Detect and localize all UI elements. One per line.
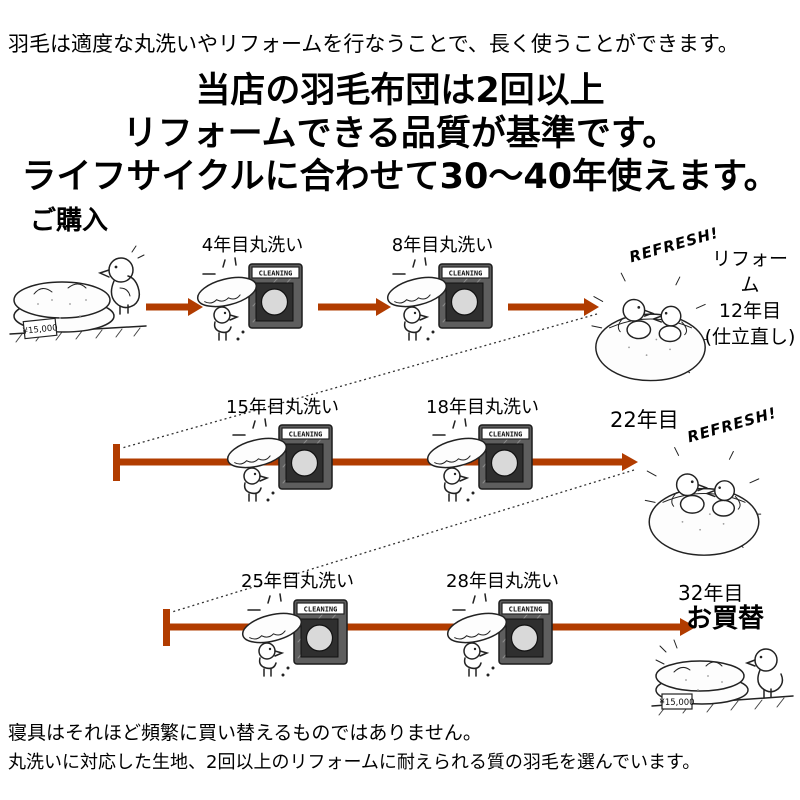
row1-arrow-2 [318,298,391,316]
machine-lineart: CLEANING [386,257,493,341]
cleaning-sign-label: CLEANING [509,606,543,614]
reform-lineart [591,272,708,382]
row2-arrow [113,444,638,481]
price-tag-label: ¥15,000 [659,698,694,708]
reform-note: リフォーム 12年目 (仕立直し) [704,246,796,350]
step-label-year28: 28年目丸洗い [446,571,559,592]
reform-note-line-3: (仕立直し) [704,326,796,348]
step-label-year8: 8年目丸洗い [391,235,494,256]
year-label-32: 32年目 [678,581,744,605]
washing-machine-icon-year25: CLEANING [241,593,348,677]
cleaning-sign-label: CLEANING [289,431,323,439]
headline: 当店の羽毛布団は2回以上 リフォームできる品質が基準です。 ライフサイクルに合わ… [0,70,800,199]
reform-note-line-1: リフォーム [711,248,788,296]
row2-start-tick [113,444,120,481]
headline-line-2: リフォームできる品質が基準です。 [122,114,678,154]
reform-ducks-illustration-1 [591,272,708,382]
purchase-lineart: ¥15,000 [9,245,147,343]
footer-line-1: 寝具はそれほど頻繁に買い替えるものではありません。 [8,722,482,744]
row3-start-tick [163,609,170,646]
machine-lineart: CLEANING [241,593,348,677]
cleaning-sign-label: CLEANING [489,431,523,439]
reform-ducks-illustration-2 [644,447,762,556]
step-label-year4: 4年目丸洗い [201,235,304,256]
replace-label: お買替 [686,604,765,634]
replacement-futon-duck-illustration: ¥15,000 [651,639,794,716]
headline-line-3: ライフサイクルに合わせて30〜40年使えます。 [21,157,779,197]
step-label-year25: 25年目丸洗い [241,571,354,592]
row1-arrow-3 [508,298,599,316]
step-label-year18: 18年目丸洗い [426,397,539,418]
headline-line-1: 当店の羽毛布団は2回以上 [195,71,605,111]
price-tag-label: ¥15,000 [22,323,58,337]
washing-machine-icon-year15: CLEANING [226,418,333,502]
footer-line-2: 丸洗いに対応した生地、2回以上のリフォームに耐えられる質の羽毛を選んでいます。 [8,752,701,773]
year-label-22: 22年目 [610,408,679,432]
machine-lineart: CLEANING [446,593,553,677]
purchase-label: ご購入 [30,206,109,236]
machine-lineart: CLEANING [196,257,303,341]
washing-machine-icon-year28: CLEANING [446,593,553,677]
machine-lineart: CLEANING [426,418,533,502]
replacement-lineart: ¥15,000 [651,639,794,716]
cleaning-sign-label: CLEANING [259,270,293,278]
washing-machine-icon-year18: CLEANING [426,418,533,502]
cleaning-sign-label: CLEANING [304,606,338,614]
step-label-year15: 15年目丸洗い [226,397,339,418]
intro-note: 羽毛は適度な丸洗いやリフォームを行なうことで、長く使うことができます。 [8,32,739,56]
washing-machine-icon-year8: CLEANING [386,257,493,341]
washing-machine-icon-year4: CLEANING [196,257,303,341]
reform-note-line-2: 12年目 [718,300,782,322]
purchase-futon-duck-illustration: ¥15,000 [9,245,147,343]
reform-lineart [644,447,762,556]
machine-lineart: CLEANING [226,418,333,502]
cleaning-sign-label: CLEANING [449,270,483,278]
